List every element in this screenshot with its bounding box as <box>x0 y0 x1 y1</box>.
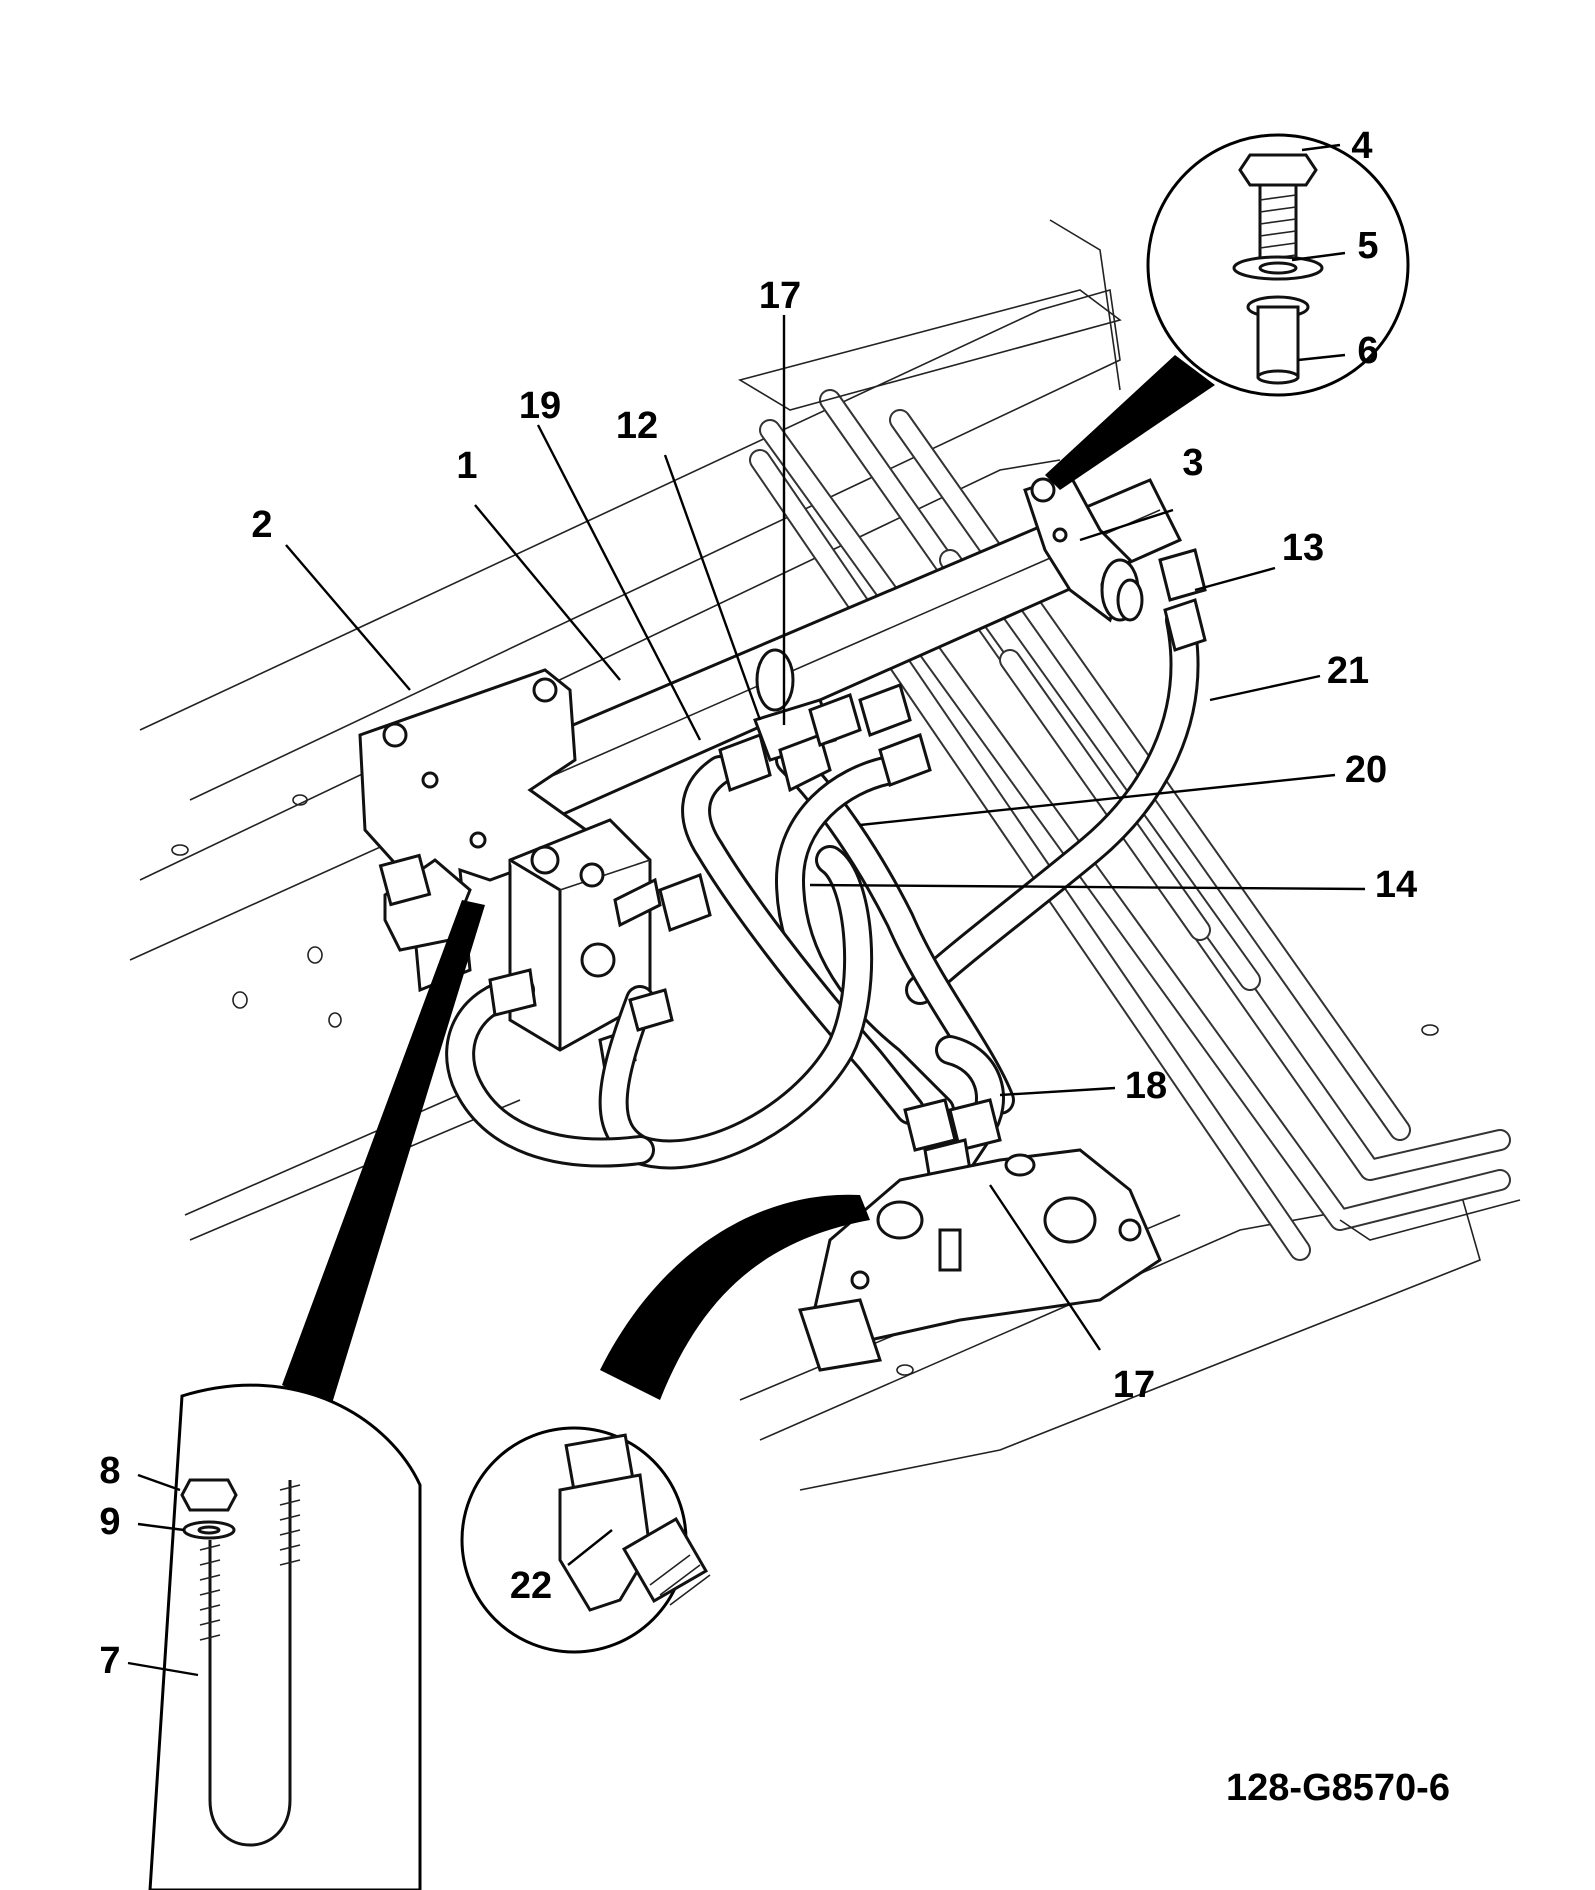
gearbox <box>798 1148 1162 1372</box>
detail-elbow-fitting <box>460 1426 711 1654</box>
valve-block <box>508 818 662 1072</box>
hoses <box>445 605 1200 1175</box>
callout-4: 4 <box>1351 125 1372 167</box>
fittings <box>488 548 1207 1182</box>
figure-id: 128-G8570-6 <box>1226 1767 1450 1809</box>
callout-17-top: 17 <box>759 275 801 317</box>
right-bracket <box>1023 473 1144 623</box>
callout-20: 20 <box>1345 749 1387 791</box>
callout-14: 14 <box>1375 864 1417 906</box>
callout-6: 6 <box>1357 330 1378 372</box>
callout-7: 7 <box>99 1640 120 1682</box>
magnifier-wedges <box>282 355 1215 1410</box>
callout-18: 18 <box>1125 1065 1167 1107</box>
callout-8: 8 <box>99 1450 120 1492</box>
detail-bolt-washer-spacer <box>1146 133 1410 397</box>
callout-22: 22 <box>510 1565 552 1607</box>
detail-u-bolt <box>148 1383 422 1890</box>
mounting-bracket <box>358 668 604 993</box>
callout-2: 2 <box>251 504 272 546</box>
callout-3: 3 <box>1182 442 1203 484</box>
callout-19: 19 <box>519 385 561 427</box>
callout-12: 12 <box>616 405 658 447</box>
callout-13: 13 <box>1282 527 1324 569</box>
callout-9: 9 <box>99 1501 120 1543</box>
callout-1: 1 <box>456 445 477 487</box>
callout-21: 21 <box>1327 650 1369 692</box>
callout-labels: 1 2 3 4 5 6 7 8 9 12 13 14 17 17 18 19 2… <box>99 125 1417 1682</box>
callout-5: 5 <box>1357 225 1378 267</box>
callout-17-bottom: 17 <box>1113 1364 1155 1406</box>
leader-lines <box>127 143 1366 1677</box>
